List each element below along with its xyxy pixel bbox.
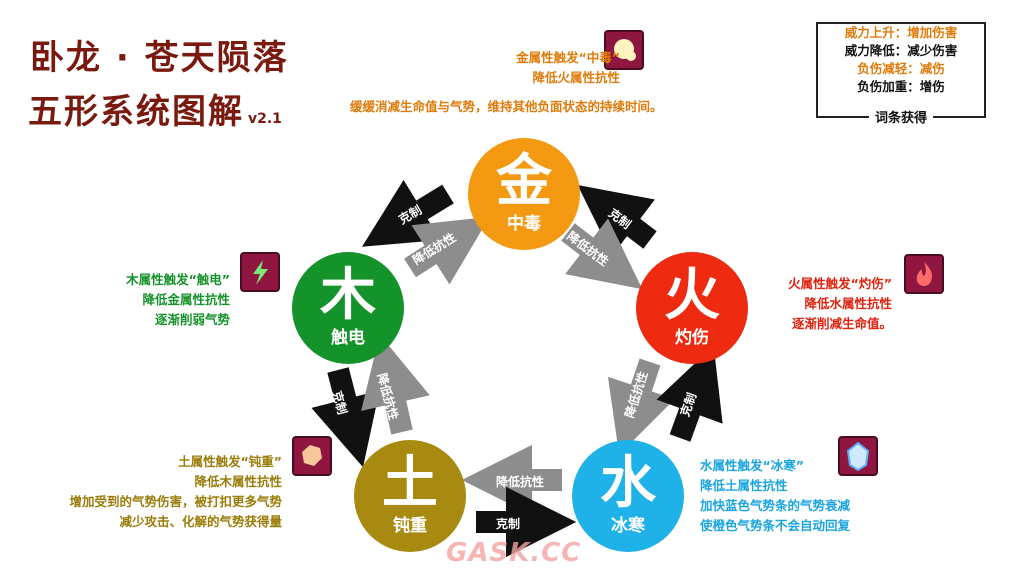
element-status: 钝重 — [393, 516, 427, 536]
desc-line: 降低金属性抗性 — [142, 292, 230, 307]
ice-crystal-icon — [838, 436, 878, 476]
lower-arrow-earth-wood — [361, 334, 430, 435]
element-status: 触电 — [331, 328, 365, 348]
desc-line: 火属性触发“灼伤” — [788, 276, 892, 291]
flame-icon — [904, 254, 944, 294]
restrain-arrow-gold-wood — [361, 179, 454, 247]
boulder-icon — [292, 436, 332, 476]
element-char: 土 — [382, 451, 438, 516]
element-char: 木 — [320, 263, 376, 328]
element-char: 火 — [664, 263, 720, 328]
element-status: 冰寒 — [611, 516, 645, 536]
desc-line: 金属性触发“中毒” — [516, 50, 620, 65]
lightning-icon — [240, 252, 280, 292]
lower-arrow-wood-gold — [404, 216, 490, 285]
wood-description: 木属性触发“触电” 降低金属性抗性 逐渐削弱气势 — [60, 270, 230, 330]
desc-line: 逐渐削减生命值。 — [791, 316, 892, 331]
element-fire: 火 灼伤 — [636, 252, 748, 364]
page-title: 卧龙 · 苍天陨落 — [30, 38, 289, 78]
desc-line: 降低土属性抗性 — [700, 478, 788, 493]
arrow-label-restrain: 克制 — [496, 517, 521, 531]
desc-line: 木属性触发“触电” — [126, 272, 230, 287]
gold-description-extra: 缓缓消减生命值与气势，维持其他负面状态的持续时间。 — [350, 99, 663, 114]
desc-line: 加快蓝色气势条的气势衰减 — [700, 498, 851, 513]
element-earth: 土 钝重 — [354, 440, 466, 552]
desc-line: 使橙色气势条不会自动回复 — [700, 518, 851, 533]
element-status: 中毒 — [507, 214, 541, 234]
desc-line: 降低水属性抗性 — [804, 296, 892, 311]
desc-line: 土属性触发“钝重” — [178, 454, 282, 469]
legend-footer-label: 词条获得 — [868, 111, 933, 126]
desc-line: 减少攻击、化解的气势获得量 — [119, 514, 282, 529]
lower-arrow-gold-fire — [561, 218, 643, 290]
subtitle-text: 五形系统图解 — [28, 92, 244, 132]
desc-line: 降低木属性抗性 — [194, 474, 282, 489]
legend-row: 负伤加重：增伤 — [857, 79, 945, 94]
legend-row: 威力上升：增加伤害 — [844, 25, 958, 40]
desc-line: 增加受到的气势伤害，被打扣更多气势 — [69, 494, 282, 509]
fire-description: 火属性触发“灼伤” 降低水属性抗性 逐渐削减生命值。 — [712, 274, 892, 334]
gold-description: 金属性触发“中毒” 降低火属性抗性 — [430, 48, 620, 88]
element-wood: 木 触电 — [292, 252, 404, 364]
legend-row: 威力降低：减少伤害 — [844, 43, 958, 58]
poison-icon — [604, 30, 644, 70]
desc-line: 逐渐削弱气势 — [154, 312, 230, 327]
legend-row: 负伤减轻：减伤 — [857, 61, 945, 76]
restrain-arrow-wood-earth — [311, 367, 380, 468]
element-status: 灼伤 — [675, 328, 709, 348]
legend-box: 威力上升：增加伤害 威力降低：减少伤害 负伤减轻：减伤 负伤加重：增伤 词条获得 — [816, 22, 986, 126]
element-char: 金 — [496, 149, 552, 214]
water-description: 水属性触发“冰寒” 降低土属性抗性 加快蓝色气势条的气势衰减 使橙色气势条不会自… — [700, 456, 900, 536]
desc-line: 降低火属性抗性 — [532, 70, 620, 85]
arrow-label-lower: 降低抗性 — [496, 475, 545, 489]
element-char: 水 — [600, 451, 656, 516]
element-gold: 金 中毒 — [468, 138, 580, 250]
element-water: 水 冰寒 — [572, 440, 684, 552]
legend-footer: 词条获得 — [818, 107, 984, 126]
earth-description: 土属性触发“钝重” 降低木属性抗性 增加受到的气势伤害，被打扣更多气势 减少攻击… — [10, 452, 282, 532]
watermark: GASK.CC — [446, 538, 582, 568]
desc-line: 水属性触发“冰寒” — [700, 458, 804, 473]
restrain-arrow-water-fire — [656, 345, 723, 442]
version-label: v2.1 — [248, 111, 282, 127]
lower-arrow-fire-water — [607, 358, 675, 455]
